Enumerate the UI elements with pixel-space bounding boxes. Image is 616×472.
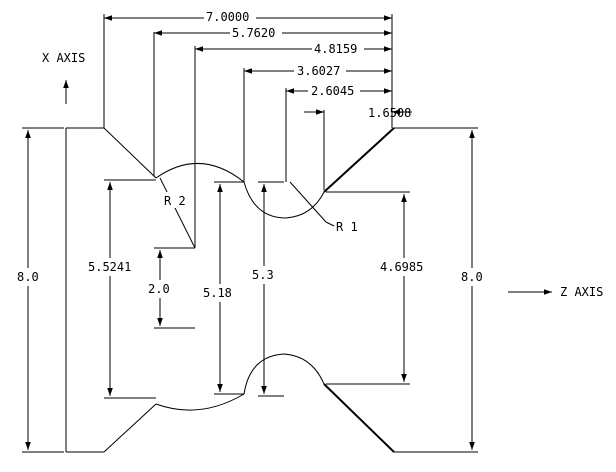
dim-label-right-8-0: 8.0 [461, 270, 483, 284]
dim-label-7-0000: 7.0000 [206, 10, 249, 24]
dim-label-1-6508: 1.6508 [368, 106, 411, 120]
radius-label-r1: R 1 [336, 220, 358, 234]
left-overall-dimension: 8.0 [17, 127, 64, 453]
dimension-5-18: 5.18 [202, 181, 244, 395]
dimension-5-3: 5.3 [250, 181, 284, 397]
z-axis-label: Z AXIS [560, 285, 603, 299]
z-axis-indicator: Z AXIS [508, 285, 603, 299]
dim-label-4-6985: 4.6985 [380, 260, 423, 274]
r2-leader [159, 177, 196, 249]
radius-label-r2: R 2 [164, 194, 186, 208]
dim-label-left-8-0: 8.0 [17, 270, 39, 284]
radius-callouts: R 2 R 1 [159, 177, 358, 249]
x-axis-indicator: X AXIS [42, 51, 85, 104]
dim-label-5-3: 5.3 [252, 268, 274, 282]
dim-label-3-6027: 3.6027 [297, 64, 340, 78]
dim-label-5-7620: 5.7620 [232, 26, 275, 40]
dimension-2-0: 2.0 [146, 247, 195, 329]
right-overall-dimension: 8.0 [432, 127, 486, 453]
r1-leader [289, 181, 327, 223]
dim-label-4-8159: 4.8159 [314, 42, 357, 56]
dim-label-2-0: 2.0 [148, 282, 170, 296]
part-outline [65, 127, 432, 453]
dimension-5-5241: 5.5241 [86, 179, 156, 399]
dim-label-5-5241: 5.5241 [88, 260, 131, 274]
dim-label-5-18: 5.18 [203, 286, 232, 300]
top-dimensions: 7.0000 5.7620 4.8159 3.6027 2.6045 1.650… [103, 9, 412, 248]
dimension-4-6985: 4.6985 [326, 191, 430, 385]
x-axis-label: X AXIS [42, 51, 85, 65]
dim-label-2-6045: 2.6045 [311, 84, 354, 98]
